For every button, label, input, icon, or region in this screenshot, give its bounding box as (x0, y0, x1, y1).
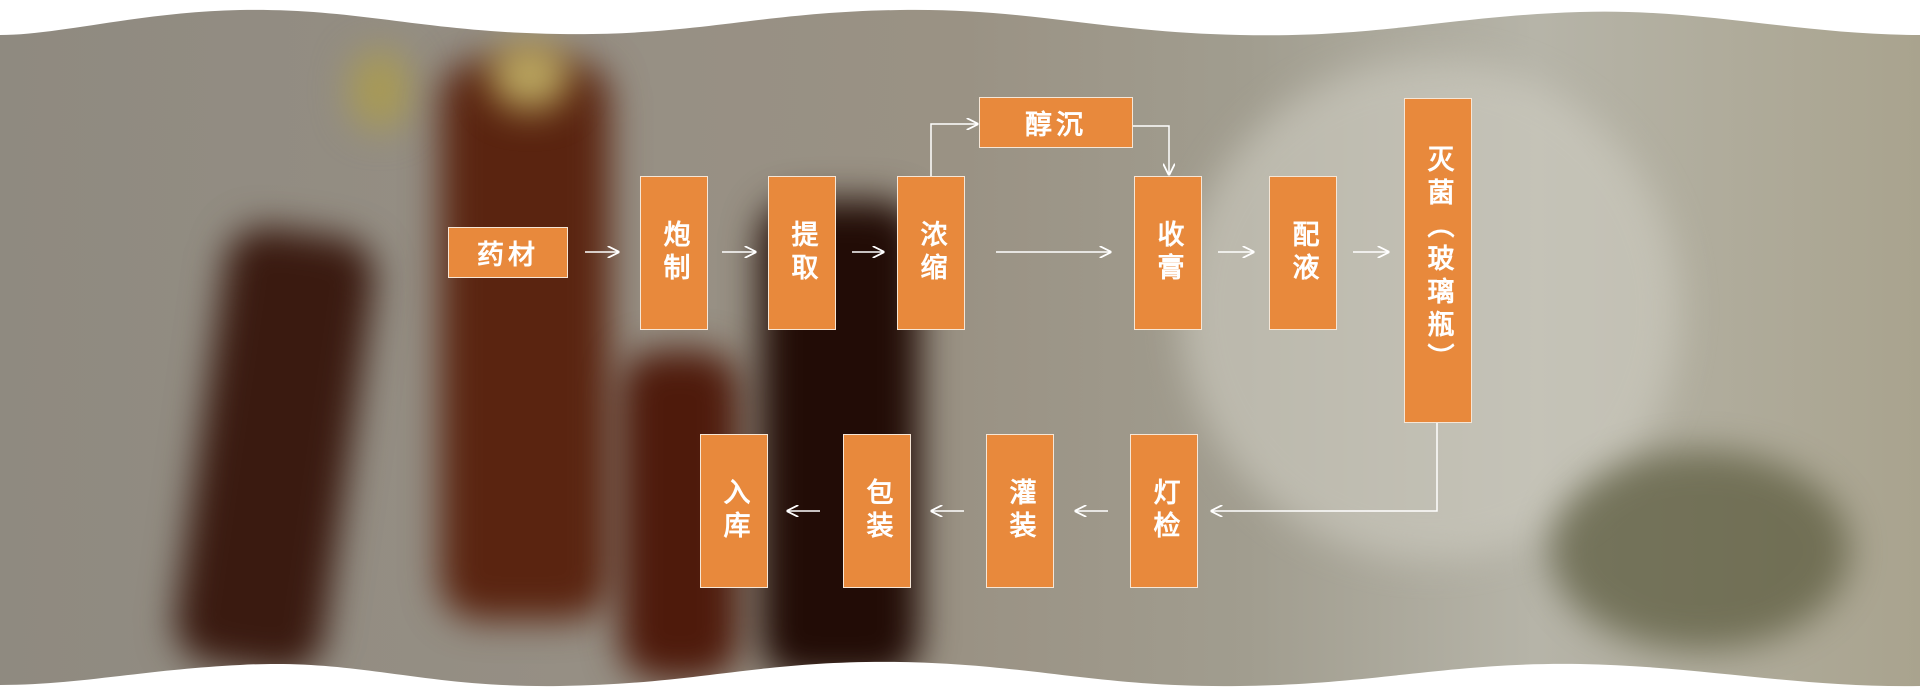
step-extraction: 提取 (768, 176, 836, 330)
step-processing: 炮制 (640, 176, 708, 330)
step-sterilization: 灭菌（玻璃瓶） (1404, 98, 1472, 423)
step-filling: 灌装 (986, 434, 1054, 588)
arrow-concentrate-alcohol (930, 124, 977, 176)
step-packaging: 包装 (843, 434, 911, 588)
arrow-alcohol-paste (1133, 125, 1169, 174)
step-light-inspection: 灯检 (1130, 434, 1198, 588)
step-paste-collection: 收膏 (1134, 176, 1202, 330)
step-raw-material: 药材 (448, 227, 568, 278)
step-liquid-mixing: 配液 (1269, 176, 1337, 330)
bottom-wave (0, 661, 1920, 698)
arrow-sterilize-inspect (1212, 422, 1438, 511)
step-alcohol-precipitation: 醇沉 (979, 97, 1133, 148)
step-concentration: 浓缩 (897, 176, 965, 330)
top-wave (0, 0, 1920, 36)
step-warehousing: 入库 (700, 434, 768, 588)
